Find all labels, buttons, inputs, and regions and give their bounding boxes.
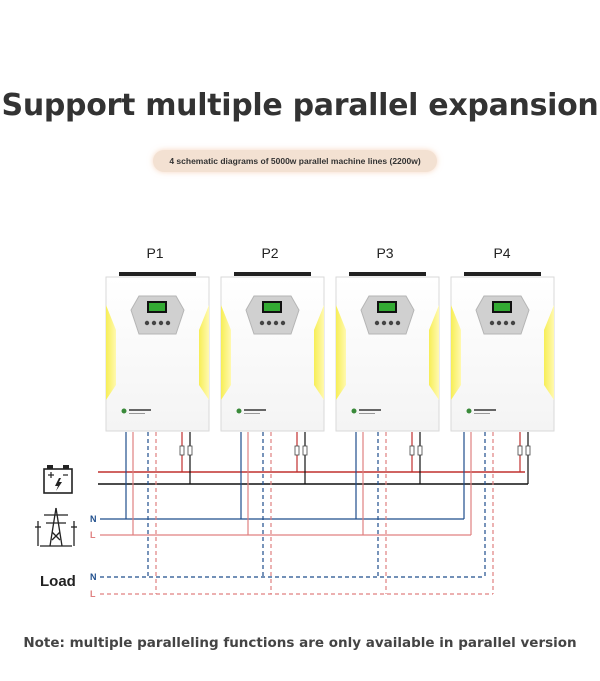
- unit-label-p2: P2: [261, 245, 279, 261]
- inverter-p4: [450, 272, 555, 432]
- inverter-p1: [105, 272, 210, 432]
- grid-l-label: L: [90, 530, 96, 540]
- grid-input-lines: [100, 432, 472, 536]
- load-label: Load: [40, 573, 76, 590]
- grid-n-label: N: [90, 514, 97, 524]
- load-output-lines: [100, 432, 494, 595]
- page-title: Support multiple parallel expansion: [1, 88, 599, 123]
- battery-icon: [43, 465, 73, 494]
- inverter-p3: [335, 272, 440, 432]
- load-n-label: N: [90, 572, 97, 582]
- inverter-p2: [220, 272, 325, 432]
- unit-label-p3: P3: [376, 245, 394, 261]
- load-l-label: L: [90, 589, 96, 599]
- unit-label-p1: P1: [146, 245, 164, 261]
- battery-bus: [98, 432, 531, 485]
- unit-label-p4: P4: [493, 245, 511, 261]
- power-tower-icon: [35, 507, 77, 547]
- footer-note: Note: multiple paralleling functions are…: [23, 635, 577, 651]
- subtitle-pill: 4 schematic diagrams of 5000w parallel m…: [153, 150, 437, 172]
